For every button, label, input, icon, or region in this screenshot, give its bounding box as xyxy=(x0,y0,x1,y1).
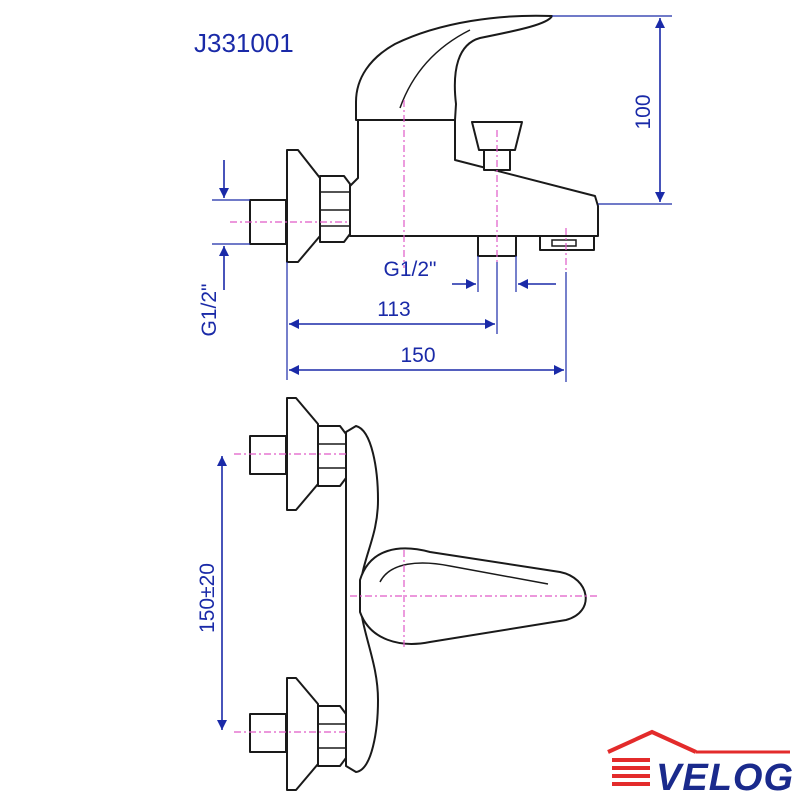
height-label: 100 xyxy=(632,94,655,129)
house-logo-icon xyxy=(607,729,790,786)
plan-upper-hex-nut xyxy=(317,425,347,487)
spout-length-label: 150 xyxy=(400,344,435,367)
side-view xyxy=(230,14,599,272)
side-body xyxy=(349,117,599,237)
plan-lower-inlet-pipe xyxy=(249,713,287,753)
side-hex-nut xyxy=(319,175,351,243)
side-aerator xyxy=(539,235,595,251)
left-thread-label: G1/2" xyxy=(198,284,221,337)
side-lever-curve xyxy=(399,29,471,109)
side-aerator-inner xyxy=(551,239,577,247)
dimensions: 100 G1/2" G1/2" 113 150 150±20 xyxy=(196,15,672,730)
inlet-spacing-label: 150±20 xyxy=(196,563,219,633)
plan-view xyxy=(234,397,600,791)
brand-logo: VELOG xyxy=(607,729,794,799)
plan-lower-flange xyxy=(286,677,319,791)
spout-axis-label: 113 xyxy=(377,298,410,321)
model-code: J331001 xyxy=(194,28,294,58)
outlet-thread-label: G1/2" xyxy=(384,258,437,281)
house-roof xyxy=(607,729,697,754)
plan-lower-hex-nut xyxy=(317,705,347,767)
plan-upper-inlet-pipe xyxy=(249,435,287,475)
side-lever xyxy=(355,14,553,121)
plan-lever-inner xyxy=(379,562,549,585)
brand-name: VELOG xyxy=(656,757,794,799)
side-wall-flange xyxy=(286,149,321,263)
